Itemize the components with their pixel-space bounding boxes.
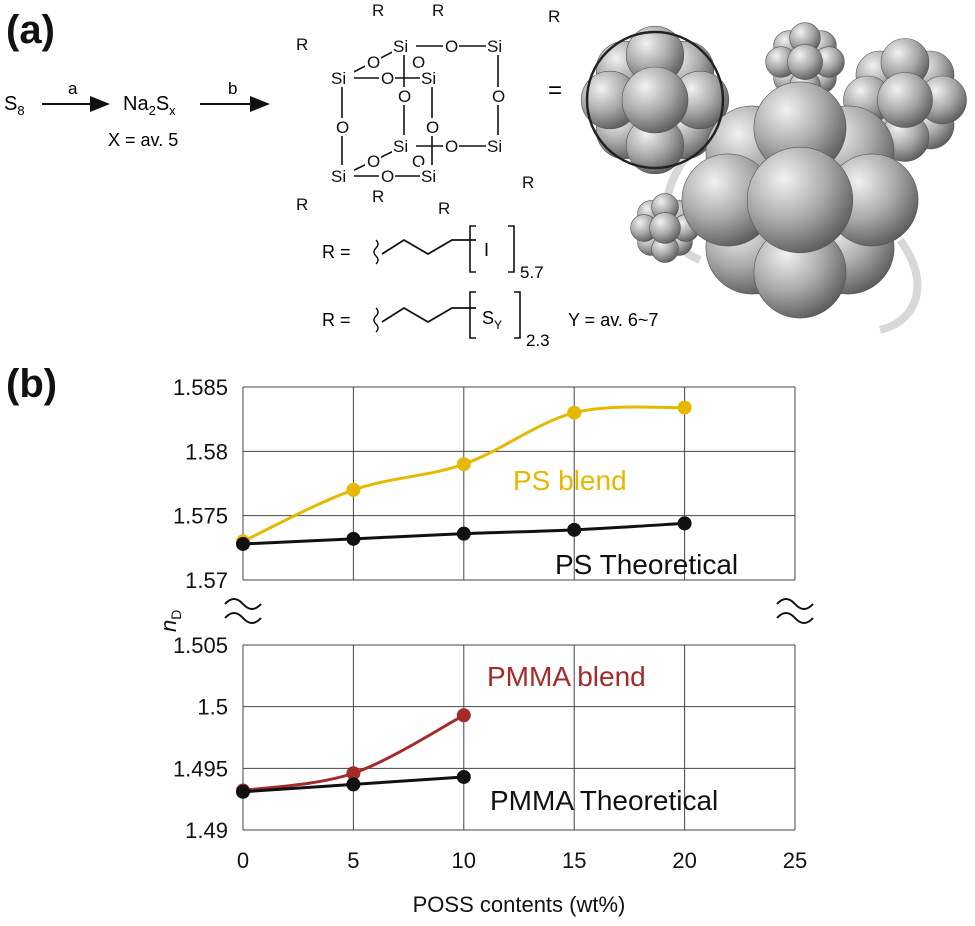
x-tick-label: 25: [783, 848, 807, 873]
oxygen-atom: O: [381, 69, 394, 88]
y-tick-label: 1.585: [173, 375, 228, 400]
axis-break-mark: [224, 598, 262, 610]
chart-axes: [224, 598, 814, 624]
y-tick-label: 1.49: [185, 818, 228, 843]
chart-grid: [242, 386, 796, 831]
oxygen-atom: O: [367, 53, 380, 72]
data-point-pmma-theoretical: [346, 777, 361, 792]
y-tick-label: 1.57: [185, 568, 228, 593]
panel-label-b: (b): [6, 362, 58, 406]
svg-text:Y = av. 6~7: Y = av. 6~7: [568, 310, 658, 330]
silicon-atom: Si: [421, 69, 436, 88]
data-point-ps-blend: [567, 405, 582, 420]
oxygen-atom: O: [426, 118, 439, 137]
r-substituent: R: [432, 1, 444, 20]
data-point-pmma-theoretical: [456, 769, 471, 784]
svg-text:SY: SY: [482, 308, 502, 332]
y-tick-label: 1.505: [173, 633, 228, 658]
data-point-ps-theoretical: [236, 536, 250, 551]
y-tick-label: 1.58: [185, 439, 228, 464]
silicon-atom: Si: [487, 137, 502, 156]
svg-text:R =: R =: [322, 242, 351, 262]
panel-label-a: (a): [6, 8, 55, 52]
data-point-ps-blend: [456, 457, 471, 472]
oxygen-atom: O: [492, 87, 505, 106]
data-point-pmma-blend: [456, 708, 471, 723]
x-tick-label: 0: [237, 848, 249, 873]
atom-sphere: [877, 72, 933, 128]
oxygen-atom: O: [398, 87, 411, 106]
reactant-s8: S8: [4, 93, 25, 118]
x-average-note: X = av. 5: [108, 130, 178, 150]
series-label-ps-theoretical: PS Theoretical: [555, 549, 738, 580]
r-substituent: R: [296, 35, 308, 54]
r-definition-polysulfide: R = SY 2.3 Y = av. 6~7: [322, 291, 658, 350]
oxygen-atom: O: [336, 118, 349, 137]
oxygen-atom: O: [445, 137, 458, 156]
step-a-label: a: [68, 79, 78, 98]
atom-sphere: [621, 66, 689, 134]
step-b-label: b: [228, 79, 237, 98]
x-tick-label: 5: [347, 848, 359, 873]
series-label-ps-blend: PS blend: [513, 465, 627, 496]
y-tick-label: 1.495: [173, 756, 228, 781]
atom-sphere: [746, 146, 854, 254]
data-point-pmma-theoretical: [236, 784, 250, 799]
silicon-atom: Si: [487, 37, 502, 56]
r-substituent: R: [372, 1, 384, 20]
r-definition-iodo: R = I 5.7: [322, 225, 544, 282]
y-tick-label: 1.5: [197, 695, 228, 720]
equals-sign: =: [548, 77, 562, 104]
chart-labels: 0 5 10 15 20 25 1.585 1.58 1.575 1.57 1.505 1.5 1.49…: [156, 375, 807, 917]
series-label-pmma-blend: PMMA blend: [487, 661, 646, 692]
series-label-pmma-theoretical: PMMA Theoretical: [490, 785, 718, 816]
svg-text:R =: R =: [322, 310, 351, 330]
r-substituent: R: [522, 173, 534, 192]
data-point-ps-theoretical: [346, 531, 361, 546]
silicon-atom: Si: [393, 37, 408, 56]
oxygen-atom: O: [381, 167, 394, 186]
data-point-ps-blend: [677, 400, 692, 415]
axis-break-mark: [776, 598, 814, 610]
x-tick-label: 20: [672, 848, 696, 873]
axis-break-mark: [776, 612, 814, 624]
silicon-atom: Si: [421, 167, 436, 186]
r-substituent: R: [296, 195, 308, 214]
x-tick-label: 15: [562, 848, 586, 873]
x-axis-title: POSS contents (wt%): [413, 892, 626, 917]
r-substituent: R: [372, 187, 384, 206]
chart-series: [236, 400, 692, 799]
data-point-ps-theoretical: [456, 526, 471, 541]
data-point-ps-blend: [346, 482, 361, 497]
r-substituent: R: [548, 7, 560, 26]
intermediate-na2sx: Na2Sx: [123, 93, 176, 118]
silicon-atom: Si: [331, 167, 346, 186]
axis-break-mark: [224, 612, 262, 624]
x-tick-label: 10: [452, 848, 476, 873]
data-point-ps-theoretical: [567, 522, 582, 537]
svg-text:I: I: [484, 240, 489, 260]
poss-space-filling-model: [580, 22, 967, 334]
silicon-atom: Si: [393, 137, 408, 156]
y-axis-title: nD: [156, 610, 184, 632]
y-tick-label: 1.575: [173, 504, 228, 529]
atom-sphere: [649, 212, 681, 244]
r-substituent: R: [438, 199, 450, 218]
svg-text:2.3: 2.3: [526, 331, 550, 350]
svg-text:5.7: 5.7: [520, 263, 544, 282]
oxygen-atom: O: [445, 37, 458, 56]
silicon-atom: Si: [331, 69, 346, 88]
data-point-ps-theoretical: [677, 516, 692, 531]
oxygen-atom: O: [367, 152, 380, 171]
atom-sphere: [787, 44, 823, 80]
